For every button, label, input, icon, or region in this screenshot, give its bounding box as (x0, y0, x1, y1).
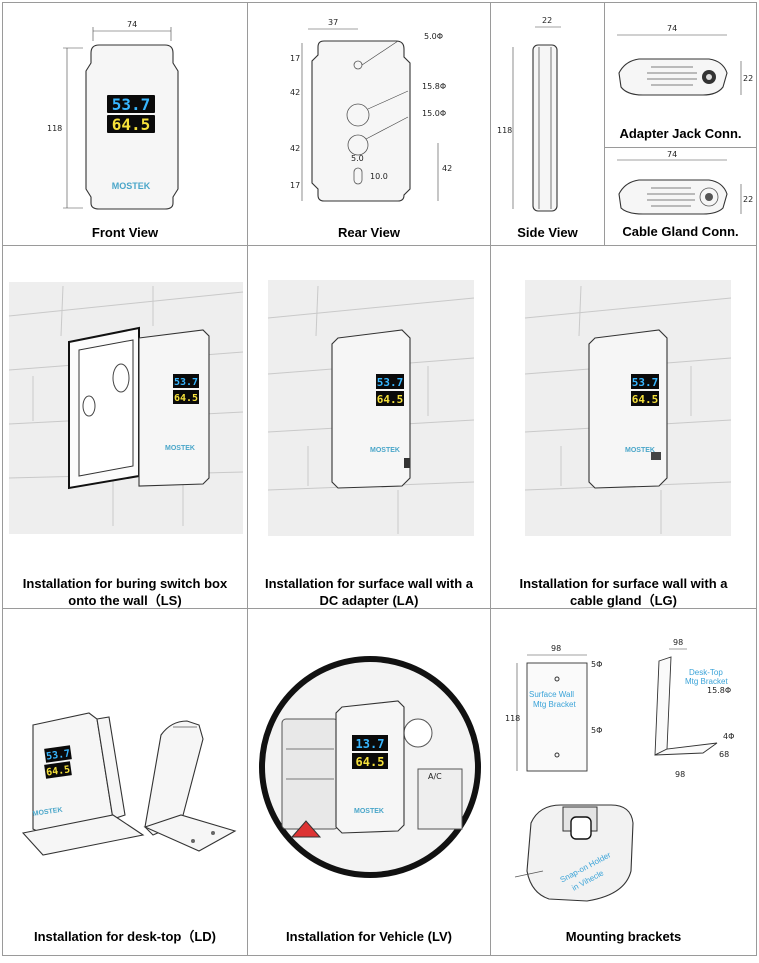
front-view-drawing: 74 118 53.7 64.5 MOSTEK (47, 20, 179, 210)
gland-width-dim: 74 (667, 150, 677, 159)
bracket-hole-b: 5Φ (591, 726, 602, 735)
side-width-dim: 22 (542, 16, 552, 25)
brackets-illustration: 98 118 5Φ 5Φ Surface Wall Mtg Bracket 98… (505, 638, 734, 902)
ld-cell: 53.7 64.5 MOSTEK Installation for desk-t… (2, 608, 248, 956)
side-height-dim: 118 (497, 126, 512, 135)
rear-dim-4: 17 (290, 181, 300, 190)
front-display-top: 53.7 (112, 95, 151, 114)
la-illustration: 53.7 64.5 MOSTEK (267, 280, 475, 536)
front-view-cell: 74 118 53.7 64.5 MOSTEK Front View (2, 2, 248, 246)
lg-illustration: 53.7 64.5 MOSTEK (524, 280, 732, 536)
la-caption-line2: DC adapter (LA) (319, 593, 419, 608)
ls-display-bottom: 64.5 (174, 393, 198, 404)
ld-caption: Installation for desk-top（LD) (33, 929, 216, 944)
lv-display-top: 13.7 (356, 737, 385, 751)
bracket-dim-base: 98 (675, 770, 685, 779)
lv-display-bottom: 64.5 (356, 755, 385, 769)
lg-brand-logo: MOSTEK (625, 447, 655, 454)
front-width-dim: 74 (127, 20, 137, 29)
side-view-drawing: 22 118 (497, 16, 561, 212)
adapter-width-dim: 74 (667, 24, 677, 33)
rear-hole2: 15.8Φ (422, 82, 446, 91)
brackets-caption: Mounting brackets (565, 929, 682, 944)
lg-display-bottom: 64.5 (632, 393, 659, 406)
ld-brand-logo: MOSTEK (32, 807, 63, 818)
bracket-dim-top1: 98 (551, 644, 561, 653)
rear-slot-w: 5.0 (351, 154, 364, 163)
la-brand-logo: MOSTEK (370, 447, 400, 454)
front-brand-logo: MOSTEK (112, 181, 151, 191)
bracket-dim-side: 118 (505, 714, 520, 723)
adapter-height-dim: 22 (743, 74, 753, 83)
bracket-hole-d: 4Φ (723, 732, 734, 741)
ld-illustration: 53.7 64.5 MOSTEK (21, 712, 237, 856)
side-view-cell: 22 118 Side View (490, 2, 605, 246)
ls-caption-line1: Installation for buring switch box (22, 576, 228, 591)
rear-view-drawing: 37 17 42 42 17 5.0Φ 15.8Φ 15.0Φ 5.0 10.0… (290, 18, 452, 202)
ls-illustration: 53.7 64.5 MOSTEK (8, 282, 244, 534)
rear-dim-3: 42 (290, 144, 300, 153)
desktop-bracket-label-1: Desk-Top (689, 668, 723, 677)
rear-dim-1: 17 (290, 54, 300, 63)
lv-cell: A/C 13.7 64.5 MOSTEK Installation for Ve… (247, 608, 491, 956)
surface-bracket-label-1: Surface Wall (529, 690, 574, 699)
ls-brand-logo: MOSTEK (165, 445, 195, 452)
lv-ac-label: A/C (428, 772, 442, 781)
ls-cell: 53.7 64.5 MOSTEK Installation for buring… (2, 245, 248, 609)
lg-cell: 53.7 64.5 MOSTEK Installation for surfac… (490, 245, 757, 609)
lv-caption: Installation for Vehicle (LV) (286, 929, 452, 944)
lg-caption-line2: cable gland（LG) (570, 593, 677, 608)
cable-gland-cell: 74 22 Cable Gland Conn. (604, 147, 757, 246)
desktop-bracket-label-2: Mtg Bracket (685, 677, 728, 686)
surface-bracket-label-2: Mtg Bracket (533, 700, 576, 709)
front-view-caption: Front View (91, 225, 159, 240)
rear-dim-2: 42 (290, 88, 300, 97)
bracket-hole-a: 5Φ (591, 660, 602, 669)
side-view-caption: Side View (517, 225, 578, 240)
bracket-dim-base2: 68 (719, 750, 729, 759)
adapter-jack-drawing: 74 22 (617, 24, 753, 96)
brackets-cell: 98 118 5Φ 5Φ Surface Wall Mtg Bracket 98… (490, 608, 757, 956)
cable-gland-drawing: 74 22 (617, 150, 753, 215)
la-display-top: 53.7 (377, 376, 404, 389)
ls-caption-line2: onto the wall（LS) (68, 593, 182, 608)
lv-brand-logo: MOSTEK (354, 808, 384, 815)
rear-right-dim: 42 (442, 164, 452, 173)
lg-display-top: 53.7 (632, 376, 659, 389)
ld-display-bottom: 64.5 (46, 764, 71, 778)
lg-caption-line1: Installation for surface wall with a (519, 576, 728, 591)
rear-view-cell: 37 17 42 42 17 5.0Φ 15.8Φ 15.0Φ 5.0 10.0… (247, 2, 491, 246)
front-display-bottom: 64.5 (112, 115, 151, 134)
ls-display-top: 53.7 (174, 377, 198, 388)
rear-hole1: 5.0Φ (424, 32, 443, 41)
ld-display-top: 53.7 (46, 748, 71, 762)
rear-top-dim: 37 (328, 18, 338, 27)
lv-illustration: A/C 13.7 64.5 MOSTEK (259, 656, 481, 878)
la-caption-line1: Installation for surface wall with a (264, 576, 474, 591)
bracket-dim-top2: 98 (673, 638, 683, 647)
rear-hole3: 15.0Φ (422, 109, 446, 118)
cable-gland-caption: Cable Gland Conn. (622, 224, 739, 239)
rear-view-caption: Rear View (338, 225, 400, 240)
gland-height-dim: 22 (743, 195, 753, 204)
adapter-jack-cell: 74 22 Adapter Jack Conn. (604, 2, 757, 148)
adapter-jack-caption: Adapter Jack Conn. (619, 126, 742, 141)
la-display-bottom: 64.5 (377, 393, 404, 406)
bracket-hole-c: 15.8Φ (707, 686, 731, 695)
la-cell: 53.7 64.5 MOSTEK Installation for surfac… (247, 245, 491, 609)
front-height-dim: 118 (47, 124, 62, 133)
rear-slot-h: 10.0 (370, 172, 388, 181)
